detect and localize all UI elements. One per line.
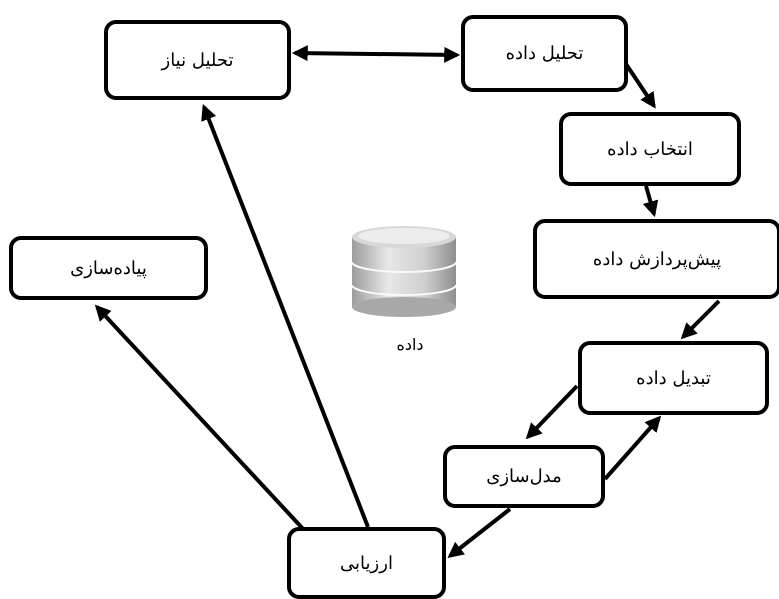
arrow-preprocessing-to-transformation bbox=[680, 299, 721, 340]
node-modeling: مدل‌سازی bbox=[443, 445, 605, 508]
node-label: پیش‌پردازش داده bbox=[592, 248, 722, 270]
database-icon bbox=[351, 226, 457, 317]
arrow-transformation-to-modeling bbox=[525, 384, 579, 440]
arrow-evaluation-to-requirement bbox=[201, 104, 370, 528]
arrow-modeling-to-transformation bbox=[603, 415, 662, 481]
node-label: تحلیل نیاز bbox=[161, 49, 234, 71]
node-label: ارزیابی bbox=[340, 552, 393, 574]
node-data-transformation: تبدیل داده bbox=[578, 341, 769, 415]
node-label: پیاده‌سازی bbox=[70, 257, 147, 279]
node-label: مدل‌سازی bbox=[486, 466, 562, 487]
node-label: تبدیل داده bbox=[636, 367, 711, 389]
arrow-modeling-to-evaluation bbox=[447, 507, 512, 558]
arrow-selection-to-preprocessing bbox=[642, 185, 659, 218]
database-label: داده bbox=[396, 335, 424, 354]
node-data-analysis: تحلیل داده bbox=[461, 15, 628, 92]
node-requirement-analysis: تحلیل نیاز bbox=[104, 20, 291, 100]
node-preprocessing: پیش‌پردازش داده bbox=[533, 219, 779, 299]
arrow-evaluation-to-deployment bbox=[94, 304, 307, 533]
arrow-requirement-data-analysis bbox=[291, 45, 461, 63]
node-evaluation: ارزیابی bbox=[287, 527, 446, 599]
node-label: تحلیل داده bbox=[505, 43, 584, 64]
node-label: انتخاب داده bbox=[607, 138, 693, 160]
node-data-selection: انتخاب داده bbox=[559, 112, 741, 186]
node-deployment: پیاده‌سازی bbox=[9, 236, 208, 300]
